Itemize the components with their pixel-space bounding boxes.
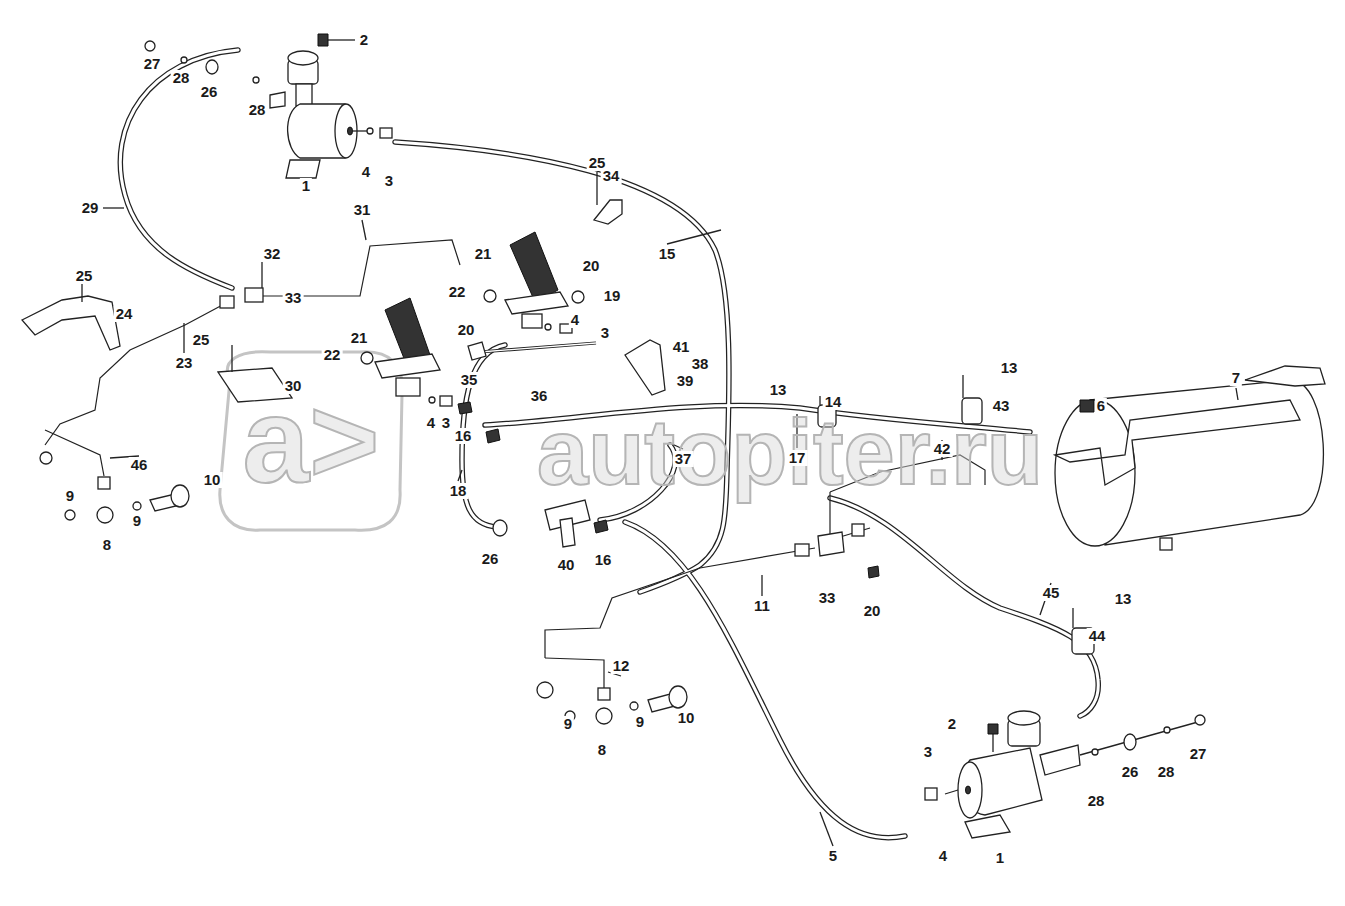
callout-number: 25 [191,332,212,348]
callout-number: 13 [1113,591,1134,607]
callout-number: 17 [787,450,808,466]
callout-number: 22 [322,347,343,363]
callout-number: 28 [1086,793,1107,809]
callout-number: 35 [459,372,480,388]
callout-number: 27 [1188,746,1209,762]
callout-number: 10 [202,472,223,488]
callout-number: 9 [131,513,143,529]
callout-number: 16 [453,428,474,444]
callout-number: 12 [611,658,632,674]
callout-number: 32 [262,246,283,262]
callout-number: 3 [599,325,611,341]
callout-number: 6 [1095,398,1107,414]
callout-number: 45 [1041,585,1062,601]
callout-number: 14 [823,394,844,410]
callout-number: 2 [358,32,370,48]
callout-number: 1 [994,850,1006,866]
callout-number: 19 [602,288,623,304]
callout-number: 36 [529,388,550,404]
callout-number: 16 [593,552,614,568]
callout-number: 13 [768,382,789,398]
callout-number: 41 [671,339,692,355]
callout-number: 7 [1230,370,1242,386]
callout-number: 22 [447,284,468,300]
callout-number: 4 [937,848,949,864]
callout-number: 13 [999,360,1020,376]
callout-number: 20 [862,603,883,619]
callout-number: 3 [383,173,395,189]
callout-number: 15 [657,246,678,262]
callout-number: 28 [171,70,192,86]
brake-pedal [484,232,584,333]
callout-number: 39 [675,373,696,389]
callout-number: 8 [101,537,113,553]
callout-number: 9 [562,716,574,732]
callout-number: 33 [817,590,838,606]
brake-chamber [270,51,392,178]
callout-number: 4 [425,415,437,431]
callout-number: 20 [581,258,602,274]
callout-number: 21 [349,330,370,346]
callout-number: 25 [74,268,95,284]
callout-number: 26 [199,84,220,100]
callout-number: 26 [1120,764,1141,780]
callout-number: 37 [673,451,694,467]
callout-number: 27 [142,56,163,72]
callout-number: 21 [473,246,494,262]
callout-number: 43 [991,398,1012,414]
watermark-logo-text: a> [243,380,380,500]
callout-number: 4 [360,164,372,180]
callout-number: 42 [932,441,953,457]
callout-number: 40 [556,557,577,573]
callout-number: 9 [634,714,646,730]
callout-number: 4 [569,312,581,328]
callout-number: 20 [456,322,477,338]
callout-number: 11 [752,598,772,614]
callout-number: 28 [247,102,268,118]
callout-number: 29 [80,200,101,216]
brake-chamber [925,711,1080,838]
callout-number: 3 [922,744,934,760]
callout-number: 9 [64,488,76,504]
callout-number: 28 [1156,764,1177,780]
callout-number: 38 [690,356,711,372]
callout-number: 18 [448,483,469,499]
air-tank [1055,366,1325,550]
callout-number: 31 [352,202,373,218]
callout-number: 26 [480,551,501,567]
callout-number: 24 [114,306,135,322]
callout-number: 10 [676,710,697,726]
callout-number: 5 [827,848,839,864]
callout-number: 33 [283,290,304,306]
callout-number: 34 [601,168,622,184]
callout-number: 23 [174,355,195,371]
callout-number: 2 [946,716,958,732]
callout-number: 30 [283,378,304,394]
callout-number: 1 [300,178,312,194]
callout-number: 8 [596,742,608,758]
callout-number: 44 [1087,628,1108,644]
callout-number: 46 [129,457,150,473]
callout-number: 3 [440,415,452,431]
